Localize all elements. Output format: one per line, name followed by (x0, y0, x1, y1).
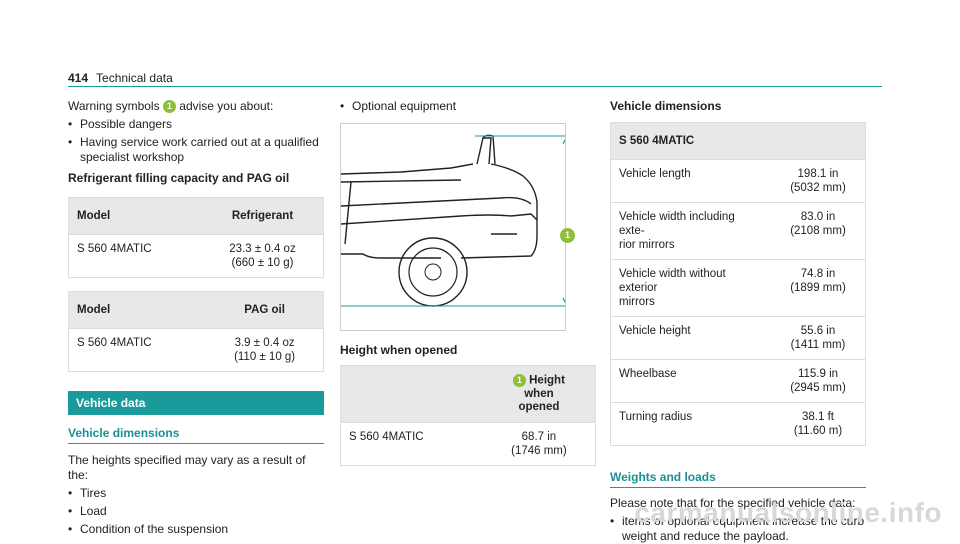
refrigerant-heading: Refrigerant filling capacity and PAG oil (68, 171, 290, 185)
col-header-model: Model (69, 198, 202, 235)
dimension-label: Wheelbase (611, 359, 771, 403)
page-header: 414 Technical data (68, 71, 173, 85)
dimension-label: Turning radius (611, 402, 771, 445)
intro-text-end: advise you about: (179, 99, 274, 113)
factor-item: Tires (68, 486, 324, 501)
warning-item: Possible dangers (68, 117, 324, 132)
marker-1-icon: 1 (162, 100, 176, 114)
heights-text: The heights specified may vary as a resu… (68, 453, 306, 482)
pag-oil-value: 3.9 ± 0.4 oz(110 ± 10 g) (206, 328, 323, 371)
dimension-value: 115.9 in(2945 mm) (771, 359, 865, 403)
section-title: Technical data (96, 71, 173, 85)
marker-1-icon: 1 (512, 374, 526, 388)
column-right: Vehicle dimensions S 560 4MATIC Vehicle … (610, 99, 866, 544)
pag-oil-table: Model PAG oil S 560 4MATIC 3.9 ± 0.4 oz(… (68, 291, 324, 372)
model-cell: S 560 4MATIC (69, 234, 202, 277)
dimension-value: 55.6 in(1411 mm) (771, 316, 865, 360)
marker-1-icon: 1 (560, 228, 575, 243)
height-value: 68.7 in(1746 mm) (482, 422, 595, 465)
vehicle-dimensions-heading: Vehicle dimensions (610, 99, 722, 113)
model-cell: S 560 4MATIC (69, 328, 207, 371)
dimension-value: 38.1 ft(11.60 m) (771, 402, 865, 445)
vehicle-data-bar: Vehicle data (68, 391, 324, 415)
column-middle: Optional equipment (340, 99, 596, 466)
model-cell: S 560 4MATIC (341, 422, 483, 465)
factor-item: Load (68, 504, 324, 519)
dimension-value: 83.0 in(2108 mm) (771, 202, 865, 260)
vehicle-figure: 1 (340, 123, 577, 331)
dimension-value: 74.8 in(1899 mm) (771, 259, 865, 317)
factor-item: Condition of the suspension (68, 522, 324, 537)
table-title: S 560 4MATIC (611, 123, 865, 160)
car-rear-illustration (340, 134, 577, 308)
weights-text: Please note that for the specified vehic… (610, 496, 856, 510)
column-left: Warning symbols 1 advise you about: Poss… (68, 99, 324, 537)
table-row: Vehicle width including exte-rior mirror… (611, 202, 865, 260)
watermark: carmanualsonline.info (634, 497, 942, 528)
empty-header (341, 366, 483, 423)
optional-equipment-item: Optional equipment (340, 99, 596, 114)
dimension-label: Vehicle height (611, 316, 771, 360)
intro-text: Warning symbols (68, 99, 160, 113)
header-rule (68, 86, 882, 87)
vehicle-dimensions-heading: Vehicle dimensions (68, 426, 324, 444)
page-number: 414 (68, 71, 89, 85)
col-header-refrigerant: Refrigerant (201, 198, 323, 235)
dimension-label: Vehicle length (611, 159, 771, 203)
warning-intro: Warning symbols 1 advise you about: (68, 99, 324, 114)
dimension-value: 198.1 in(5032 mm) (771, 159, 865, 203)
col-header-model: Model (69, 292, 207, 329)
refrigerant-table: Model Refrigerant S 560 4MATIC 23.3 ± 0.… (68, 197, 324, 278)
weights-heading: Weights and loads (610, 470, 866, 488)
refrigerant-value: 23.3 ± 0.4 oz(660 ± 10 g) (201, 234, 323, 277)
height-opened-heading: Height when opened (340, 343, 458, 357)
dimension-label: Vehicle width including exte-rior mirror… (611, 202, 771, 260)
warning-item: Having service work carried out at a qua… (68, 135, 324, 165)
col-header-pag-oil: PAG oil (206, 292, 323, 329)
